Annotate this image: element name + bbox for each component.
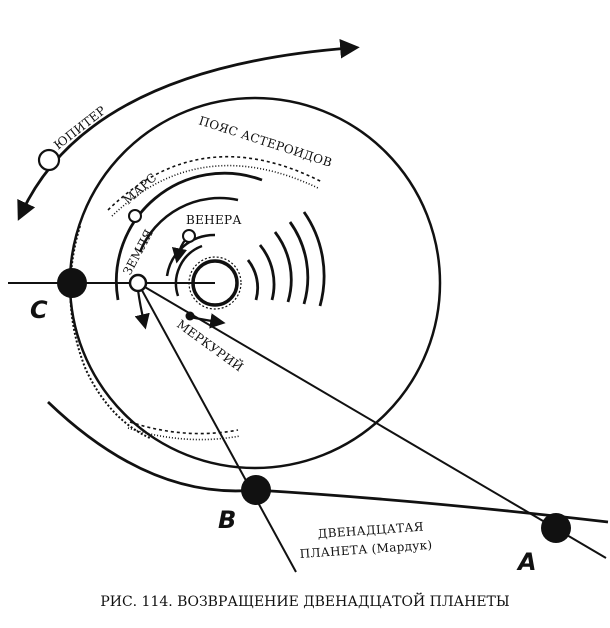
twelfth-planet-label-line2: ПЛАНЕТА (Мардук): [299, 538, 433, 561]
jupiter-label: ЮПИТЕР: [51, 103, 108, 152]
venus-planet: [182, 229, 196, 243]
asteroid-belt-lower-2: [127, 427, 241, 441]
mercury-orbit: [174, 244, 203, 297]
figure-caption: РИС. 114. ВОЗВРАЩЕНИЕ ДВЕНАДЦАТОЙ ПЛАНЕТ…: [100, 591, 509, 610]
asteroid-belt-lower-1: [129, 421, 239, 435]
twelfth-planet-label-line1: ДВЕНАДЦАТАЯ: [317, 520, 424, 541]
venus-label: ВЕНЕРА: [186, 213, 242, 227]
mars-label: МАРС: [121, 170, 160, 207]
venus-orbit: [165, 233, 216, 277]
point-c-marker: [57, 268, 87, 298]
line-earth-to-a: [137, 282, 607, 559]
asteroid-belt-label: ПОЯС АСТЕРОИДОВ: [197, 114, 334, 170]
jupiter-planet: [37, 148, 61, 172]
orbit-arc-5: [302, 211, 326, 307]
earth-planet: [128, 273, 148, 293]
mars-planet: [128, 209, 142, 223]
orbit-arc-3: [273, 231, 293, 303]
orbit-arc-2: [258, 244, 276, 301]
point-a-label: A: [516, 548, 537, 576]
mercury-label: МЕРКУРИЙ: [174, 315, 247, 374]
jupiter-arc: [17, 38, 360, 221]
earth-orbit-arrow: [134, 289, 150, 330]
line-earth-to-b: [137, 282, 297, 573]
point-a-marker: [541, 513, 571, 543]
orbit-arc-1: [246, 259, 260, 301]
point-c-label: C: [30, 296, 48, 324]
point-b-marker: [241, 475, 271, 505]
point-b-label: B: [218, 506, 236, 534]
orbit-arc-4: [288, 221, 310, 305]
